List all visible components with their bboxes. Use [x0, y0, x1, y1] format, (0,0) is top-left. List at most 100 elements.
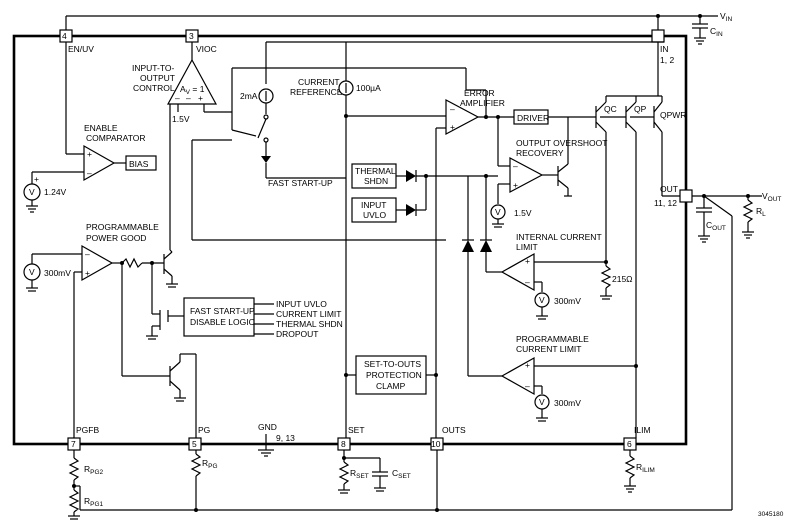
pcl-label-1: PROGRAMMABLE	[516, 334, 589, 344]
pin-ilim-number: 6	[627, 439, 632, 449]
rpg-sub: PG	[208, 463, 217, 470]
pin-in-number: 1, 2	[660, 55, 674, 65]
pin-in: IN 1, 2	[651, 29, 674, 65]
enable-label-1: ENABLE	[84, 123, 118, 133]
pin-vioc-number: 3	[189, 31, 194, 41]
icl-label-1: INTERNAL CURRENT	[516, 232, 602, 242]
pin-set-label: SET	[348, 425, 365, 435]
pin-gnd-number: 9, 13	[276, 433, 295, 443]
i2ma-label: 2mA	[240, 91, 258, 101]
svg-text:+: +	[525, 256, 530, 266]
svg-text:RPG1: RPG1	[84, 496, 104, 508]
driver-label: DRIVER	[517, 113, 549, 123]
icl-label-2: LIMIT	[516, 242, 538, 252]
cset-label: C	[392, 468, 398, 478]
svg-text:V: V	[539, 295, 545, 305]
enable-label-2: COMPARATOR	[86, 133, 146, 143]
vout-label: V	[762, 191, 768, 201]
programmable-power-good: PROGRAMMABLE POWER GOOD – + V 300mV	[23, 222, 178, 438]
av-sub: V	[186, 89, 191, 96]
pin-ilim-label: ILIM	[634, 425, 651, 435]
fsd-input-1: INPUT UVLO	[276, 299, 327, 309]
rpg-resistor: RPG	[190, 450, 218, 512]
svg-text:VOUT: VOUT	[762, 191, 781, 203]
qpwr-label: QPWR	[660, 110, 686, 120]
clamp-label-1: SET-TO-OUTS	[364, 359, 421, 369]
vin-label: V	[720, 11, 726, 21]
svg-text:V: V	[495, 207, 501, 217]
svg-text:RPG2: RPG2	[84, 464, 104, 476]
v15-top: 1.5V	[172, 114, 190, 124]
fsd-input-4: DROPOUT	[276, 329, 319, 339]
pin-set: 8 SET	[337, 425, 365, 451]
ioc-label-3: CONTROL	[133, 83, 175, 93]
internal-current-limit: INTERNAL CURRENT LIMIT + – V 300mV 215Ω	[480, 176, 633, 320]
i100ua-label: 100µA	[356, 83, 381, 93]
svg-text:AV = 1: AV = 1	[180, 84, 205, 96]
rpg1-sub: PG1	[90, 501, 103, 508]
cin-sub: IN	[716, 31, 723, 38]
fast-startup-label: FAST START-UP	[268, 178, 333, 188]
pin-pg-number: 5	[192, 439, 197, 449]
uvlo-label-1: INPUT	[361, 200, 387, 210]
vout-sub: OUT	[768, 196, 782, 203]
pin-out-number: 11, 12	[654, 198, 677, 208]
svg-text:+: +	[525, 360, 530, 370]
v300-icl-label: 300mV	[554, 296, 581, 306]
enable-comparator: ENABLE COMPARATOR + – V + 1.24V BIAS	[23, 42, 157, 213]
cset-sub: SET	[398, 473, 411, 480]
svg-text:RL: RL	[756, 206, 766, 218]
pin-gnd-label: GND	[258, 422, 277, 432]
svg-text:CSET: CSET	[392, 468, 411, 480]
thermal-shdn: THERMAL SHDN	[351, 163, 498, 189]
svg-text:+: +	[198, 93, 203, 103]
cout-sub: OUT	[712, 225, 726, 232]
cr-label-1: CURRENT	[298, 77, 340, 87]
pin-outs-label: OUTS	[442, 425, 466, 435]
svg-text:+: +	[513, 180, 518, 190]
pg-transistor	[169, 353, 197, 438]
svg-text:RPG: RPG	[202, 458, 218, 470]
ppg-label-2: POWER GOOD	[86, 233, 146, 243]
ea-label-1: ERROR	[464, 88, 495, 98]
qc-label: QC	[604, 104, 617, 114]
pin-out-label: OUT	[660, 184, 678, 194]
v15-oos-label: 1.5V	[514, 208, 532, 218]
pin-ilim: 6 ILIM	[623, 425, 651, 451]
svg-text:–: –	[186, 93, 191, 103]
input-output-control: INPUT-TO- OUTPUT CONTROL AV = 1 ––+ 1.5V	[132, 42, 487, 250]
svg-text:VIN: VIN	[720, 11, 732, 23]
pin-en-uv: 4 EN/UV	[59, 29, 94, 54]
ioc-label-1: INPUT-TO-	[132, 63, 175, 73]
bias-label: BIAS	[129, 159, 149, 169]
cout-label: C	[706, 220, 712, 230]
rpg2-label: R	[84, 464, 90, 474]
input-uvlo: INPUT UVLO	[351, 176, 427, 223]
svg-text:+: +	[450, 122, 455, 132]
ioc-amplifier	[166, 58, 218, 105]
pin-gnd: GND 9, 13	[258, 422, 295, 457]
ea-label-2: AMPLIFIER	[460, 98, 505, 108]
pin-in-label: IN	[660, 44, 669, 54]
pin-vioc-label: VIOC	[196, 44, 217, 54]
pin-set-number: 8	[341, 439, 346, 449]
programmable-current-limit: PROGRAMMABLE CURRENT LIMIT + – V 300mV	[462, 176, 638, 422]
driver: DRIVER	[513, 109, 596, 125]
rl-label: R	[756, 206, 762, 216]
svg-text:–: –	[175, 93, 180, 103]
figure-code: 3045180	[758, 511, 784, 518]
output-network: VOUT COUT RL	[80, 191, 781, 511]
thermal-label-1: THERMAL	[355, 166, 396, 176]
fast-startup-disable-logic: FAST START-UP DISABLE LOGIC INPUT UVLO C…	[146, 297, 343, 340]
pin-pg: 5 PG	[188, 425, 210, 451]
svg-text:RILIM: RILIM	[636, 462, 655, 474]
rset-cset: RSET CSET	[338, 450, 411, 494]
v124-label: 1.24V	[44, 187, 67, 197]
pcl-label-2: CURRENT LIMIT	[516, 344, 582, 354]
current-reference: CURRENT REFERENCE 100µA	[290, 42, 446, 438]
oos-label-1: OUTPUT OVERSHOOT	[516, 138, 607, 148]
svg-text:V: V	[29, 267, 35, 277]
v300-pg-label: 300mV	[44, 268, 71, 278]
rpg-label: R	[202, 458, 208, 468]
